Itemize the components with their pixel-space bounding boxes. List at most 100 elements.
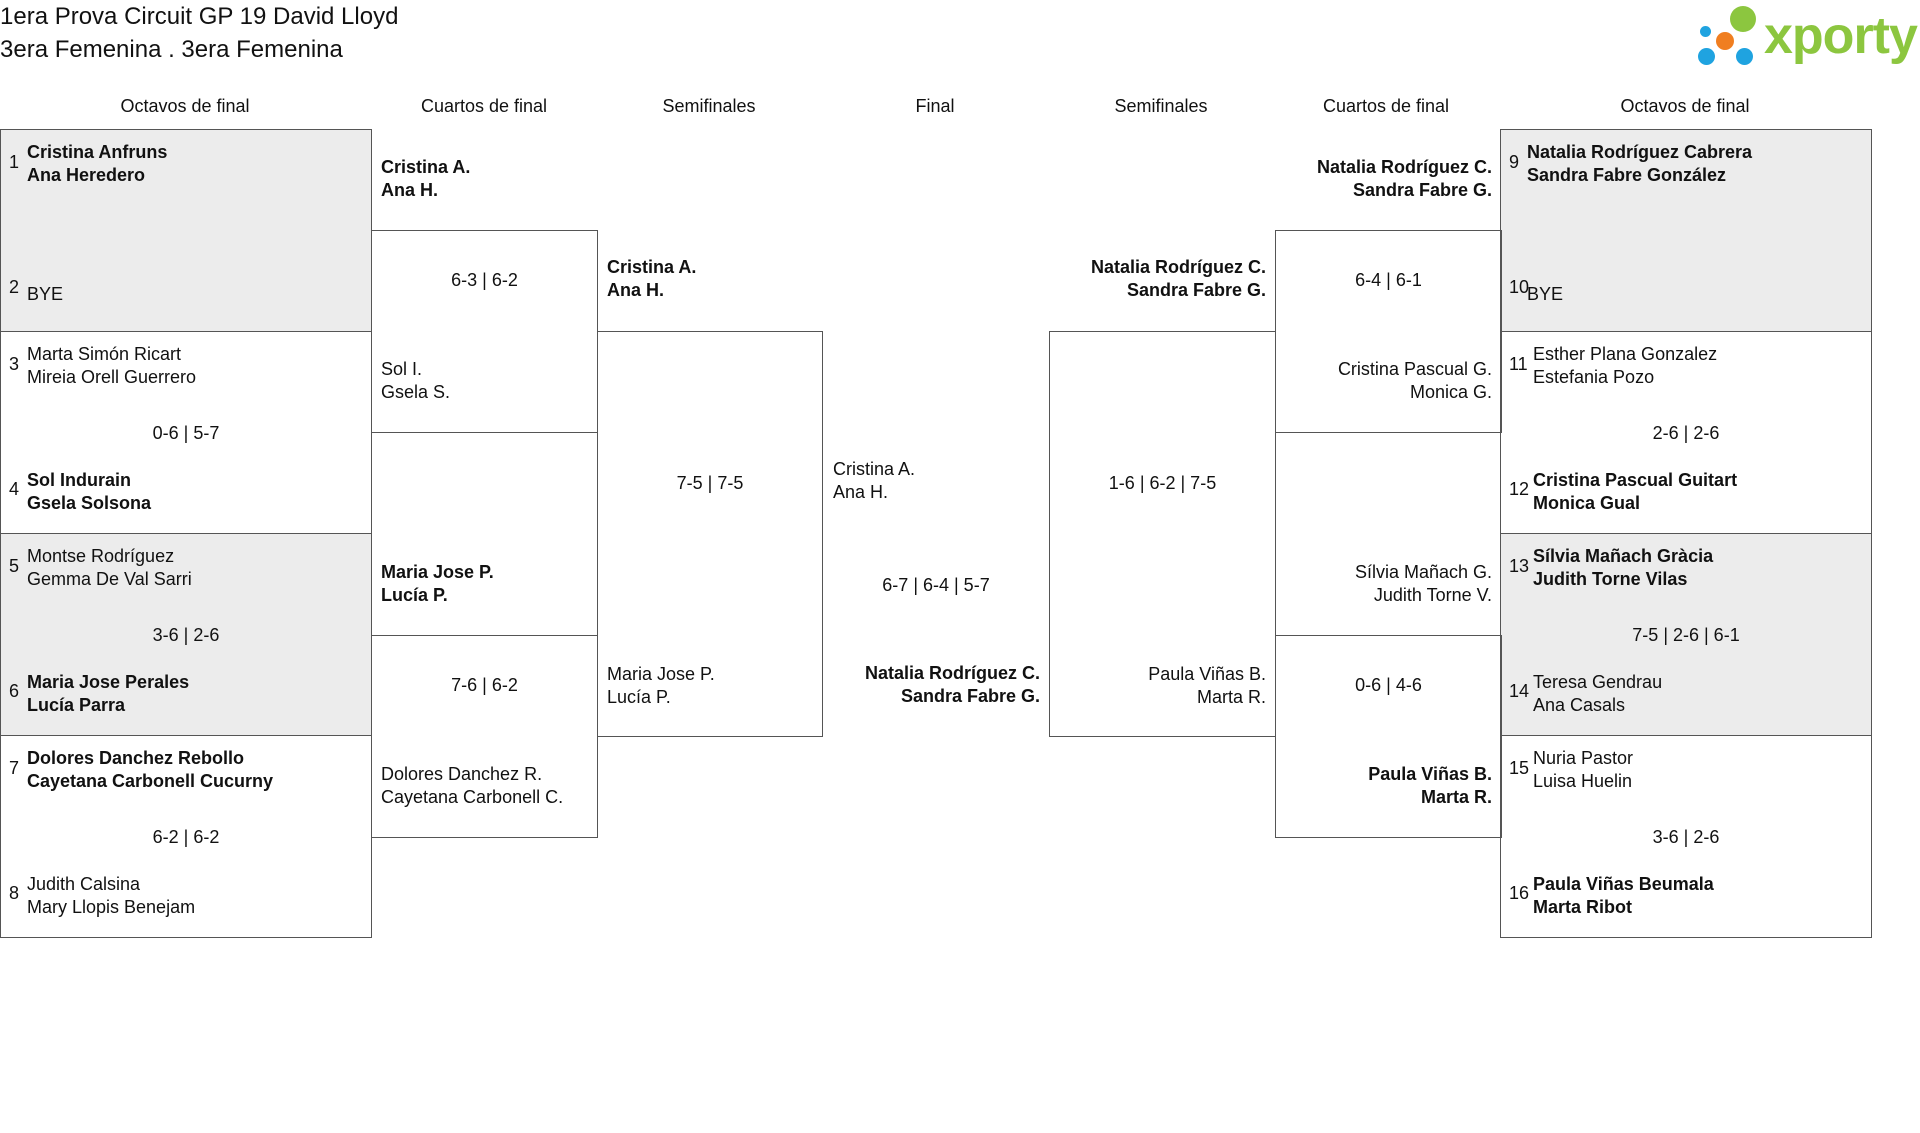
final-pair-top: Ana H. (833, 482, 889, 502)
r16-match-box-right (1500, 331, 1872, 534)
player-pair-bottom: Cayetana Carbonell C. (381, 787, 564, 807)
logo-dot-blue-small (1700, 26, 1711, 37)
match-score: 6-2 | 6-2 (152, 827, 220, 847)
tournament-title: 1era Prova Circuit GP 19 David Lloyd (0, 3, 399, 30)
player-pair-bottom: Marta Ribot (1533, 897, 1632, 917)
player-pair-bottom: Gsela S. (381, 382, 451, 402)
player-pair-top: Ana Heredero (27, 165, 146, 185)
final-pair-bottom: Natalia Rodríguez C. (864, 663, 1040, 683)
player-pair-bottom: Cristina Pascual Guitart (1533, 470, 1738, 490)
player-pair-top: Lucía P. (381, 585, 448, 605)
match-score: 3-6 | 2-6 (1652, 827, 1720, 847)
player-pair-top: Sílvia Mañach Gràcia (1533, 546, 1714, 566)
player-pair-top: Sandra Fabre González (1527, 165, 1727, 185)
player-pair-bottom: Monica G. (1409, 382, 1492, 402)
seed-number: 1 (9, 152, 20, 172)
player-pair-bottom: Paula Viñas B. (1148, 664, 1266, 684)
final-pair-bottom: Sandra Fabre G. (900, 686, 1040, 706)
r16-match-box-right (1500, 735, 1872, 938)
player-pair-top: Estefania Pozo (1533, 367, 1655, 387)
player-pair-bottom: Cristina Pascual G. (1337, 359, 1492, 379)
r16-match-box-left (0, 533, 372, 736)
logo-dot-blue-large (1698, 48, 1715, 65)
match-score: 0-6 | 4-6 (1355, 675, 1422, 695)
logo-dot-blue-mid (1736, 48, 1753, 65)
round-header-qf-right: Cuartos de final (1322, 96, 1450, 116)
player-pair-top: Marta Simón Ricart (27, 344, 182, 364)
player-pair-bottom: Paula Viñas B. (1368, 764, 1492, 784)
player-pair-top: Natalia Rodríguez C. (1316, 157, 1492, 177)
round-header-r16-left: Octavos de final (120, 96, 250, 116)
category-title: 3era Femenina . 3era Femenina (0, 36, 343, 63)
sf-match-box-right (1049, 331, 1276, 737)
match-score: 7-6 | 6-2 (451, 675, 518, 695)
player-pair-bottom: Monica Gual (1533, 493, 1641, 513)
round-header-final: Final (915, 96, 955, 116)
player-pair-top: Gemma De Val Sarri (27, 569, 192, 589)
player-pair-bottom: Marta R. (1196, 687, 1266, 707)
xporty-logo: xporty (1696, 2, 1920, 70)
player-pair-top: Dolores Danchez Rebollo (27, 748, 245, 768)
player-pair-top: Maria Jose P. (381, 562, 494, 582)
seed-number: 3 (9, 354, 20, 374)
final-score: 6-7 | 6-4 | 5-7 (882, 575, 990, 595)
final-pair-top: Cristina A. (833, 459, 916, 479)
seed-number: 16 (1509, 883, 1530, 903)
player-pair-top: Sandra Fabre G. (1352, 180, 1492, 200)
player-pair-top: Cristina A. (381, 157, 471, 177)
r16-match-box-left (0, 129, 372, 332)
player-pair-top: Ana H. (381, 180, 439, 200)
seed-number: 13 (1509, 556, 1530, 576)
player-pair-top: Natalia Rodríguez Cabrera (1527, 142, 1753, 162)
player-pair-top: Cristina A. (607, 257, 697, 277)
seed-number: 6 (9, 681, 20, 701)
player-pair-bottom: Ana Casals (1533, 695, 1626, 715)
player-pair-bottom: Teresa Gendrau (1533, 672, 1663, 692)
player-pair-bottom: Maria Jose Perales (27, 672, 190, 692)
match-score: 7-5 | 7-5 (676, 473, 744, 493)
seed-number: 7 (9, 758, 20, 778)
player-pair-bottom: BYE (27, 284, 64, 304)
player-pair-bottom: Judith Calsina (27, 874, 141, 894)
player-pair-top: Judith Torne V. (1373, 585, 1492, 605)
player-pair-top: Sílvia Mañach G. (1354, 562, 1492, 582)
seed-number: 5 (9, 556, 20, 576)
round-header-sf-left: Semifinales (662, 96, 756, 116)
player-pair-top: Ana H. (607, 280, 665, 300)
player-pair-top: Mireia Orell Guerrero (27, 367, 197, 387)
player-pair-bottom: BYE (1527, 284, 1564, 304)
player-pair-bottom: Mary Llopis Benejam (27, 897, 196, 917)
player-pair-bottom: Dolores Danchez R. (381, 764, 543, 784)
seed-number: 9 (1509, 152, 1520, 172)
player-pair-top: Cayetana Carbonell Cucurny (27, 771, 274, 791)
round-header-qf-left: Cuartos de final (420, 96, 548, 116)
player-pair-top: Montse Rodríguez (27, 546, 175, 566)
seed-number: 14 (1509, 681, 1530, 701)
seed-number: 4 (9, 479, 20, 499)
logo-dot-orange (1716, 32, 1734, 50)
round-header-r16-right: Octavos de final (1620, 96, 1750, 116)
player-pair-bottom: Gsela Solsona (27, 493, 152, 513)
seed-number: 2 (9, 277, 20, 297)
r16-match-box-right (1500, 129, 1872, 332)
r16-match-box-left (0, 735, 372, 938)
round-header-sf-right: Semifinales (1114, 96, 1208, 116)
player-pair-top: Sandra Fabre G. (1126, 280, 1266, 300)
seed-number: 15 (1509, 758, 1530, 778)
player-pair-top: Luisa Huelin (1533, 771, 1633, 791)
match-score: 7-5 | 2-6 | 6-1 (1632, 625, 1740, 645)
match-score: 0-6 | 5-7 (152, 423, 220, 443)
match-score: 2-6 | 2-6 (1652, 423, 1720, 443)
match-score: 6-4 | 6-1 (1355, 270, 1422, 290)
player-pair-bottom: Lucía P. (607, 687, 671, 707)
seed-number: 8 (9, 883, 20, 903)
player-pair-top: Judith Torne Vilas (1533, 569, 1688, 589)
player-pair-bottom: Maria Jose P. (607, 664, 715, 684)
seed-number: 11 (1509, 354, 1528, 374)
sf-match-box-left (597, 331, 823, 737)
seed-number: 10 (1509, 277, 1530, 297)
r16-match-box-right (1500, 533, 1872, 736)
player-pair-bottom: Sol Indurain (27, 470, 132, 490)
match-score: 1-6 | 6-2 | 7-5 (1108, 473, 1217, 493)
player-pair-bottom: Marta R. (1420, 787, 1492, 807)
